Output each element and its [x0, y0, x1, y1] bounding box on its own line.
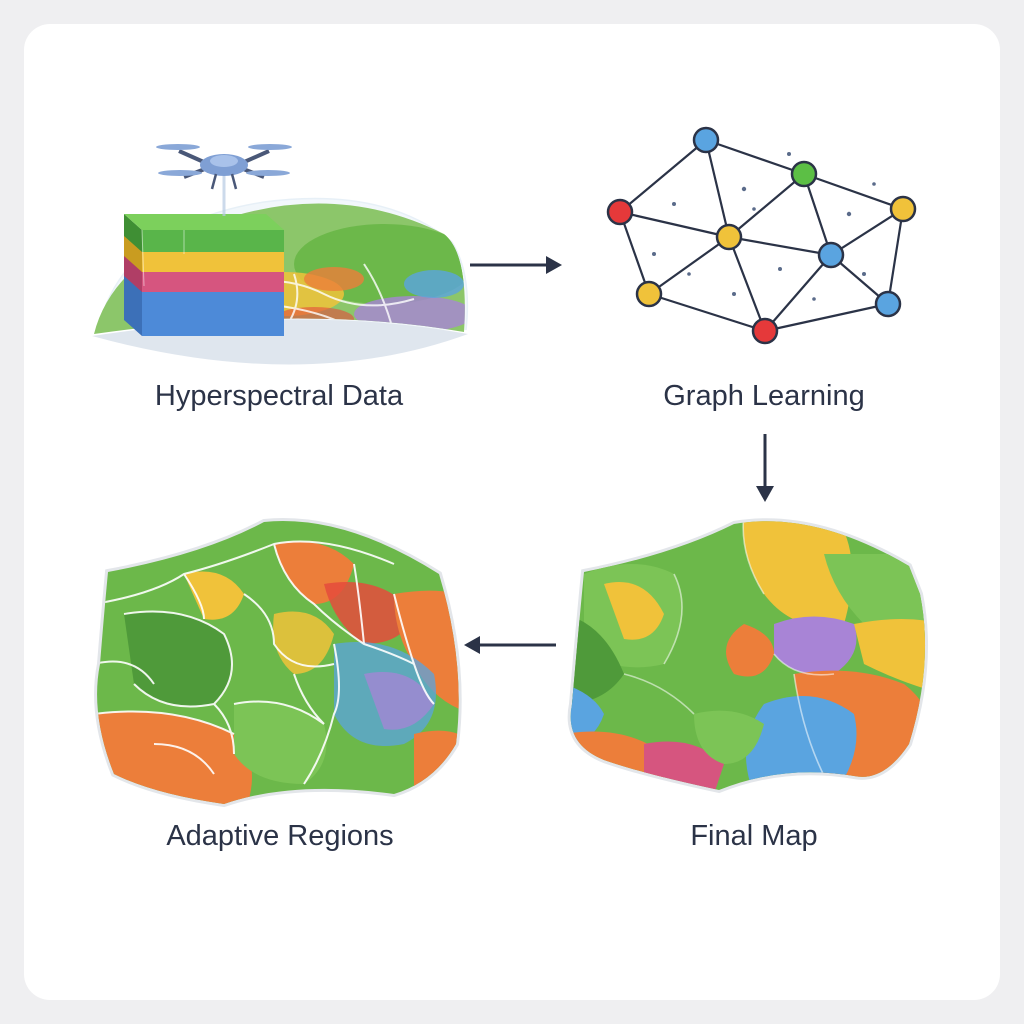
stage-label-adaptive-regions: Adaptive Regions: [166, 820, 394, 852]
graph-node: [817, 241, 845, 269]
graph-node: [635, 280, 663, 308]
graph-network-icon: [606, 126, 917, 345]
graph-learning-panel: [594, 114, 934, 364]
graph-node: [790, 160, 818, 188]
drone-icon: [156, 144, 292, 190]
hyperspectral-map-illustration: [92, 144, 469, 365]
hyperspectral-data-panel: [84, 104, 514, 374]
final-map-panel: [564, 514, 944, 794]
graph-node: [692, 126, 720, 154]
arrow-left-icon: [464, 636, 556, 654]
stage-label-hyperspectral-data: Hyperspectral Data: [154, 380, 404, 412]
adaptive-regions-panel: [94, 514, 474, 814]
graph-node: [889, 195, 917, 223]
graph-node: [715, 223, 743, 251]
arrow-down-icon: [756, 434, 774, 502]
arrow-right-icon: [470, 256, 562, 274]
segmented-map-icon: [94, 518, 462, 808]
graph-node: [606, 198, 634, 226]
graph-node: [751, 317, 779, 345]
classification-map-icon: [567, 518, 928, 794]
hyperspectral-cube-icon: [124, 214, 284, 336]
graph-node: [874, 290, 902, 318]
stage-label-final-map: Final Map: [690, 820, 818, 852]
diagram-canvas: Hyperspectral Data: [24, 24, 1000, 1000]
stage-label-graph-learning: Graph Learning: [663, 380, 865, 412]
